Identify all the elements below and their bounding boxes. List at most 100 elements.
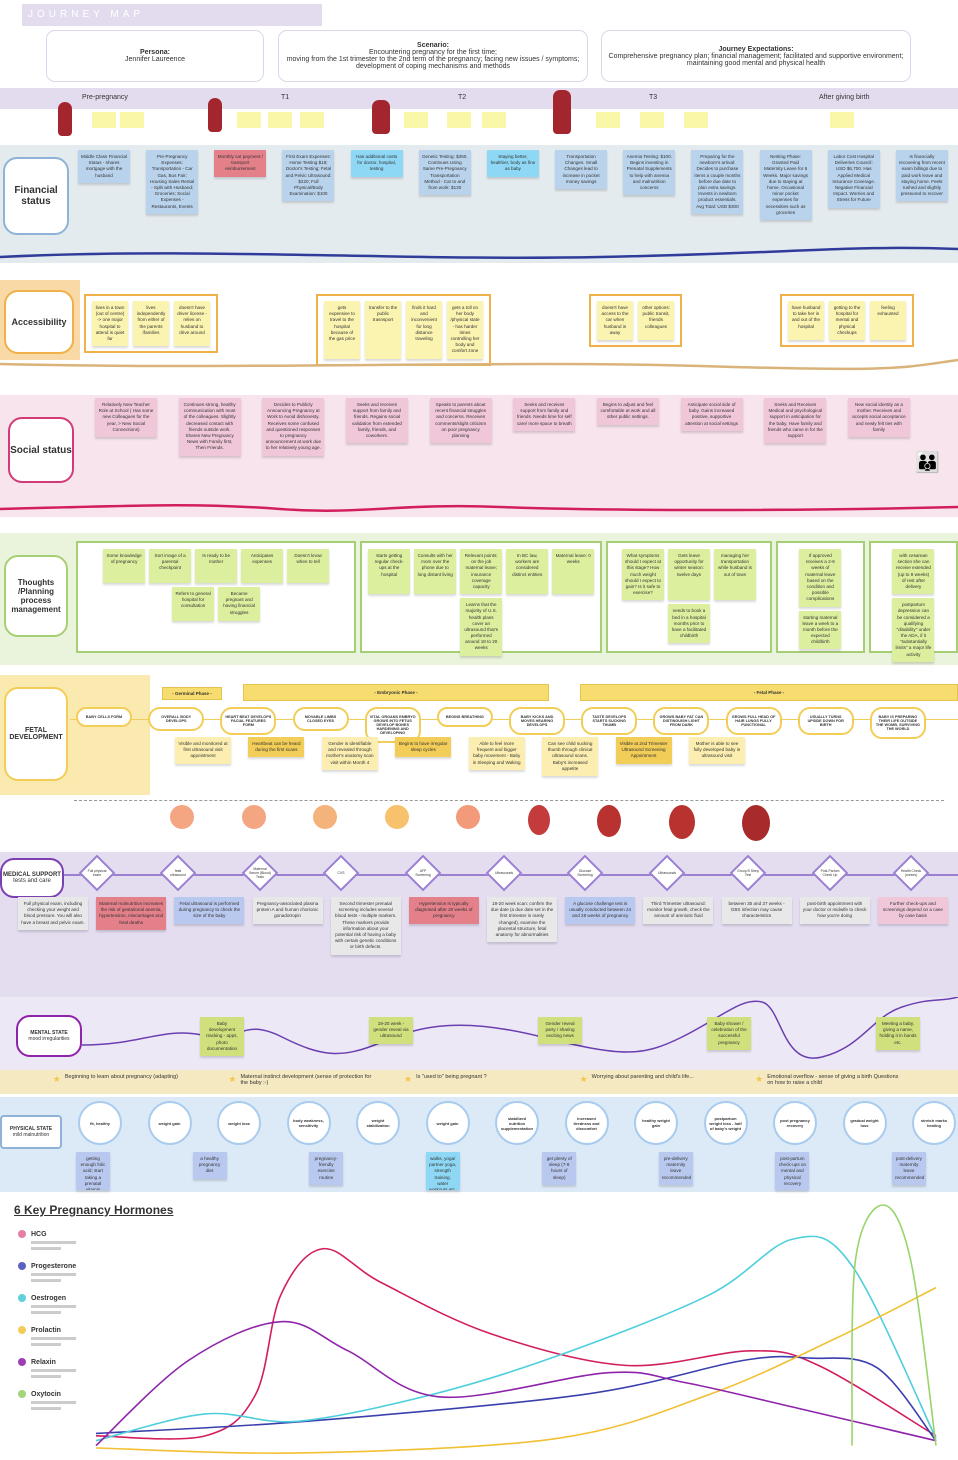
fetal-cell-icon xyxy=(241,805,266,829)
fetal-milestone: GROWS FULL HEAD OF HAIR LUNGS FULLY FUNC… xyxy=(725,707,782,735)
sticky-note: Consults with her mom over the phone due… xyxy=(414,549,457,595)
emotion-item: ★Beginning to learn about pregnancy (ada… xyxy=(52,1074,179,1084)
sticky-note: walks, yoga/ partner yoga, strength trai… xyxy=(425,1152,460,1190)
note-group: gets expensive to travel to the hospital… xyxy=(316,294,491,366)
note-group: doesn't have access to the car when husb… xyxy=(589,294,682,347)
social-section: Social status Relatively New Teacher Rol… xyxy=(0,395,958,517)
sticky-note: feeling exhausted xyxy=(870,301,906,340)
fetal-milestone: TASTE DEVELOPS STARTS SUCKING THUMB xyxy=(581,707,638,735)
sticky-note: Able to feel more frequent and bigger ba… xyxy=(468,737,525,770)
legend-dot-icon xyxy=(18,1294,26,1302)
legend-item-oxytocin: Oxytocin xyxy=(18,1390,88,1398)
physical-state-node: post pregnancy recovery xyxy=(773,1101,817,1145)
sticky-note: Relevant points: on the job maternal lea… xyxy=(460,549,503,595)
sticky-note: postpartum depression can be considered … xyxy=(892,598,935,662)
accessibility-label: Accessibility xyxy=(4,290,74,354)
scenario-line-2: moving from the 1st trimester to the 2nd… xyxy=(286,56,580,70)
medical-test-node: Group B Strep Test xyxy=(729,854,767,892)
note-group: starts getting regular check-ups at the … xyxy=(360,541,603,656)
sticky-note: Maternal leave: 0 weeks xyxy=(552,549,595,595)
pregnancy-figure-icon xyxy=(58,102,72,136)
sticky-note: finds it hard and inconvenient for long … xyxy=(406,301,442,359)
sticky-note: lives independently from either of the p… xyxy=(133,301,169,347)
sticky-note: get plenty of sleep (7-9 hours of sleep) xyxy=(542,1152,577,1185)
medical-test-label: CVS xyxy=(337,871,345,875)
sticky-note: getting to the hospital for mental and p… xyxy=(829,301,865,340)
sticky-note: If approved receives a 2-6 weeks of mate… xyxy=(799,549,842,607)
accessibility-trend-line xyxy=(0,358,958,371)
financial-trend-line xyxy=(0,246,958,259)
emotion-item: ★Worrying about parenting and child's li… xyxy=(579,1074,694,1084)
sticky-note: Anemia Testing: $100. Begins investing i… xyxy=(623,150,676,196)
sticky-note: 18-20 week scan: confirm the due date (a… xyxy=(487,897,558,943)
sticky-note: Can see child sucking thumb through clin… xyxy=(542,737,599,776)
legend-description-placeholder xyxy=(31,1311,61,1314)
fetus-icon xyxy=(597,805,621,837)
social-status-label: Social status xyxy=(8,417,74,483)
sticky-note: Pregnancy-associated plasma protein A an… xyxy=(252,897,323,924)
sticky-note: Visible at 2nd Trimester Ultrasound Scre… xyxy=(615,737,672,764)
journey-map-title: JOURNEY MAP xyxy=(22,4,322,26)
physical-state-node: weight gain xyxy=(425,1101,470,1145)
sticky-note: Continues strong, healthy communication … xyxy=(178,398,241,456)
medical-test-label: fetal ultrasound xyxy=(170,869,187,877)
sticky-note: Anticipate social side of baby. Gains in… xyxy=(680,398,743,431)
legend-item-relaxin: Relaxin xyxy=(18,1358,88,1366)
sticky-note: Fetal ultrasound is performed during pre… xyxy=(174,897,245,924)
sticky-note: lives in a town (out of centre) -> one m… xyxy=(92,301,128,347)
sticky-note: Begins to have irregular sleep cycles xyxy=(395,737,452,758)
sticky-note: New social identity as a mother. Receive… xyxy=(847,398,910,437)
fetus-icon xyxy=(742,805,770,841)
sticky-note: starts getting regular check-ups at the … xyxy=(368,549,411,595)
sticky-note: Decides to Publicly Announcing Pregnancy… xyxy=(262,398,325,456)
scenario-card: Scenario:Encountering pregnancy for the … xyxy=(278,30,588,82)
sticky-note: Baby shower / celebration of the success… xyxy=(707,1017,751,1050)
fetus-icon xyxy=(668,805,695,839)
sticky-note: Doesn't know when to tell xyxy=(287,549,330,583)
persona-card: Persona:Jennifer Laureence xyxy=(46,30,264,82)
accessibility-section: Accessibility lives in a town (out of ce… xyxy=(0,280,958,372)
fetal-milestone: OVERALL BODY DEVELOPS xyxy=(148,707,205,731)
legend-description-placeholder xyxy=(31,1279,61,1282)
fetal-milestone: MOVABLE LIMBS CLOSED EYES xyxy=(292,707,349,731)
sticky-note: transfer to the public trasnsport xyxy=(365,301,401,359)
sticky-note: In BC law, workers are considered distin… xyxy=(506,549,549,595)
sticky-note: Gets leave opportunity for winter season… xyxy=(668,549,710,601)
fetal-milestone: BEGINS BREATHING xyxy=(436,707,493,727)
legend-dot-icon xyxy=(18,1326,26,1334)
sticky-note: Some knowledge of pregnancy xyxy=(103,549,146,583)
hormones-chart xyxy=(95,1204,937,1454)
social-trend-line xyxy=(0,503,958,512)
legend-label: Oestrogen xyxy=(31,1294,67,1302)
sticky-note: Gender reveal party / sharing exciting n… xyxy=(538,1017,582,1044)
sticky-note: Transportation Changes. Small Changes le… xyxy=(555,150,608,189)
physical-state-node: weight gain xyxy=(147,1101,192,1145)
sticky-note: pregnancy-friendly exercise routine xyxy=(309,1152,344,1185)
medical-test-label: Full physical exam xyxy=(87,869,107,877)
embryonic-phase: - Embryonic Phase - xyxy=(243,684,549,701)
legend-description-placeholder xyxy=(31,1337,76,1340)
legend-description-placeholder xyxy=(31,1401,76,1404)
legend-description-placeholder xyxy=(31,1375,61,1378)
sticky-note: Preparing for the newborn's arrival: Dec… xyxy=(691,150,744,214)
fetal-development-label: FETAL DEVELOPMENT xyxy=(4,687,68,781)
medical-test-label: Group B Strep Test xyxy=(737,869,759,877)
phase-t1: T1 xyxy=(281,94,290,101)
physical-state-node: weight stabilization xyxy=(356,1101,400,1145)
legend-dot-icon xyxy=(18,1262,26,1270)
legend-dot-icon xyxy=(18,1390,26,1398)
sticky-note: Gender is identifiable and revealed thro… xyxy=(321,737,378,770)
financial-section: Financial status Middle Class Financial … xyxy=(0,145,958,263)
medical-test-node: Glucose Screening xyxy=(566,854,604,892)
sticky-note: Speaks to parents about recent financial… xyxy=(429,398,492,444)
sticky-note: Middle Class Financial Status - shares m… xyxy=(78,150,130,183)
expectations-card: Journey Expectations:Comprehensive pregn… xyxy=(601,30,911,82)
sticky-note: gets expensive to travel to the hospital… xyxy=(324,301,360,359)
physical-state-node: healthy weight gain xyxy=(634,1101,678,1145)
series-line-hcg xyxy=(95,1247,937,1440)
sticky-note: post-birth appointment with your doctor … xyxy=(799,897,870,924)
fetal-cell-icon xyxy=(456,805,480,829)
emotions-strip: ★Beginning to learn about pregnancy (ada… xyxy=(0,1070,958,1094)
sticky-note: Maternal malnutrition increases the risk… xyxy=(96,897,167,930)
